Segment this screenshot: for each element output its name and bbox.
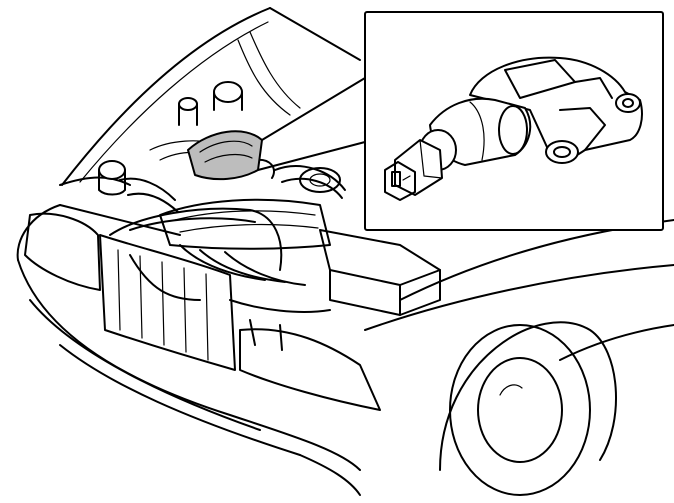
right-headlight [239,328,381,411]
open-hood [61,7,361,186]
inset-detail-box [364,11,664,231]
front-wheel [439,321,617,496]
highlighted-component [187,130,263,181]
callout-leader-lines [257,77,366,171]
left-headlight [24,212,101,291]
solenoid-valve-detail [384,56,643,201]
front-grille [99,234,236,371]
engine-bay [98,81,441,351]
car-body [16,176,674,496]
